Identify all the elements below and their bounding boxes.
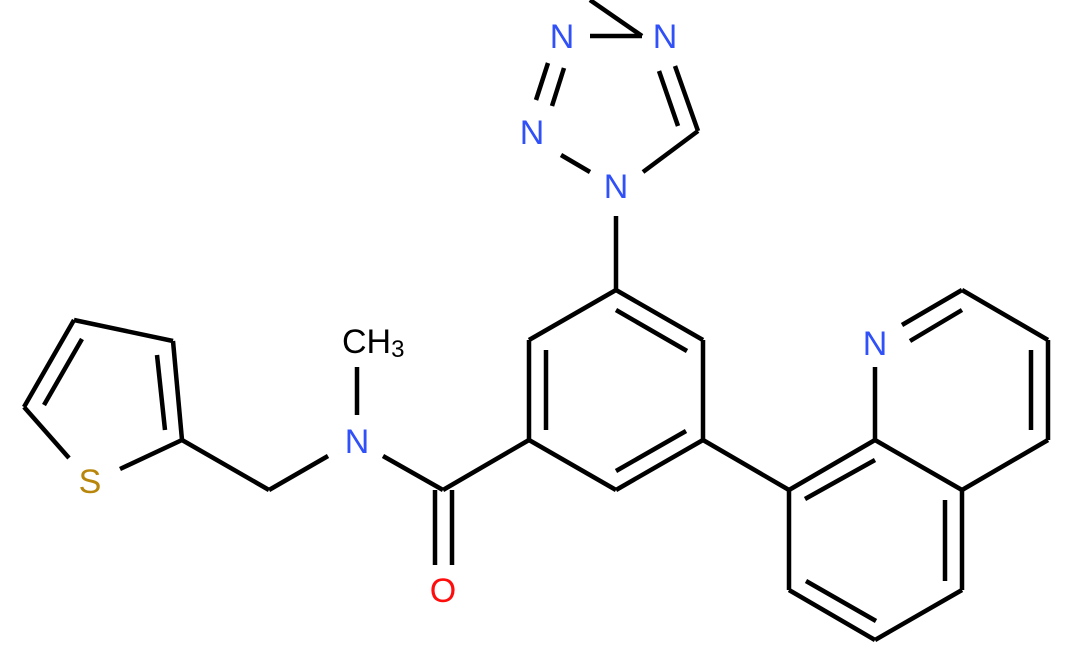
bond-benzene-quinoline [701,438,791,492]
methyl-c-label: CH [342,323,391,361]
carbonyl-o-label: O [430,572,456,610]
methyl-subscript: 3 [391,336,404,363]
methyl-label: CH3 [342,323,404,363]
tetrazole-n-left-label: N [520,114,545,152]
tetrazole-n-top-right-label: N [653,18,678,56]
tetrazole-ring [533,0,701,174]
tetrazole-n1-label: N [604,168,629,206]
thiophene-ring [22,317,185,472]
benzene-ring [526,288,706,492]
amide-group [180,367,531,565]
thiophene-s-label: S [79,463,102,501]
amide-n-label: N [345,423,370,461]
tetrazole-n-top-left-label: N [550,18,575,56]
quinoline-n-label: N [863,325,888,363]
quinoline-ring [786,288,1051,642]
